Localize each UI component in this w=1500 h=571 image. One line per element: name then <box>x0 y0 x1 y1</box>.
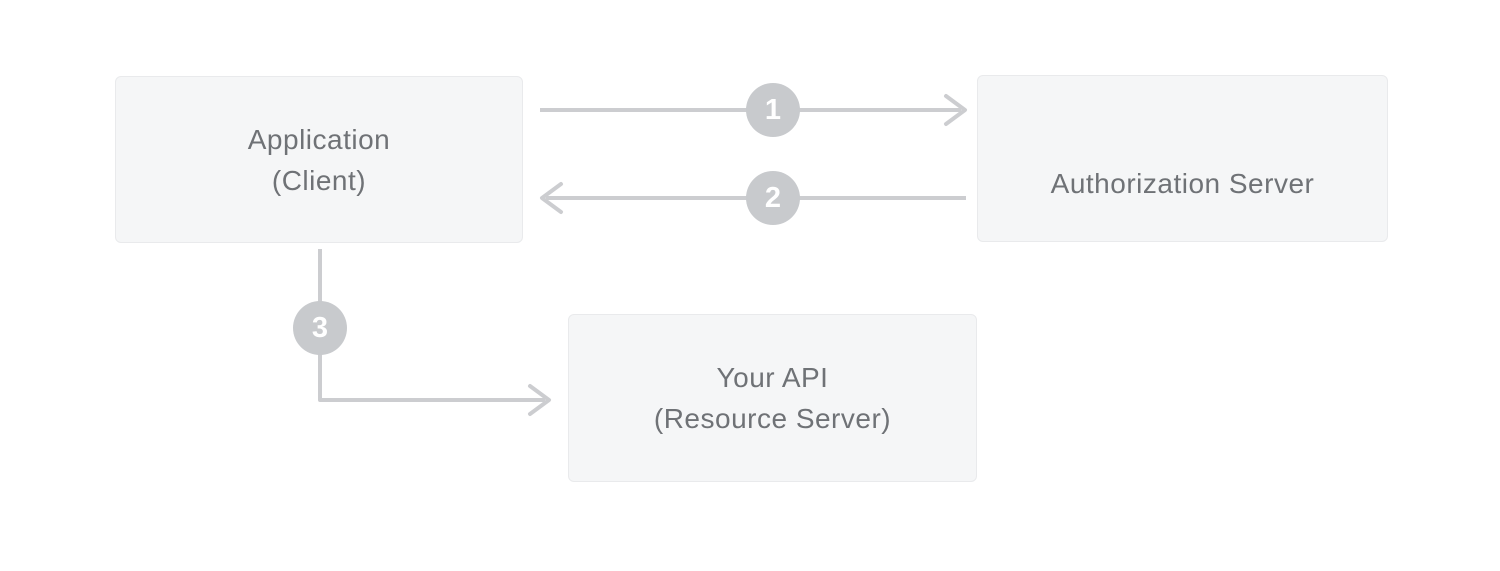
application-node-title: Application <box>247 123 391 155</box>
api-node-title: Your API <box>716 362 829 393</box>
step-1-badge: 1 <box>746 83 800 137</box>
api-node: Your API (Resource Server) <box>568 314 977 482</box>
arrow-head-right-icon <box>528 384 551 416</box>
step-2-number: 2 <box>764 181 782 214</box>
step-1-number: 1 <box>764 93 782 126</box>
application-node-subtitle: (Client) <box>271 164 367 196</box>
authorization-server-node: Authorization Server <box>977 75 1388 242</box>
step-2-badge: 2 <box>746 171 800 225</box>
authorization-server-node-title: Authorization Server <box>1050 167 1315 199</box>
step-3-number: 3 <box>311 311 329 344</box>
arrow-head-right-icon <box>944 94 967 126</box>
arrow-head-left-icon <box>540 182 563 214</box>
application-node: Application (Client) <box>115 76 523 243</box>
api-node-subtitle: (Resource Server) <box>653 403 892 434</box>
arrow-step-3 <box>318 249 551 416</box>
arrow-line <box>318 249 545 402</box>
step-3-badge: 3 <box>293 301 347 355</box>
